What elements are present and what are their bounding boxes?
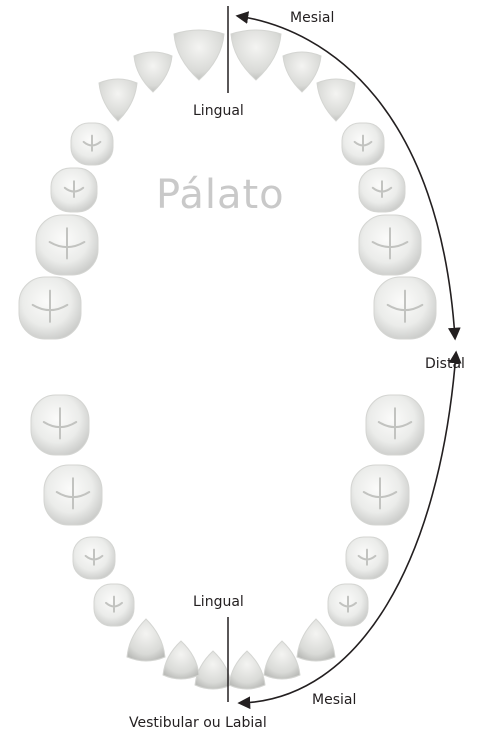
lower-tooth-12 (351, 465, 409, 525)
palate-label: Pálato (156, 172, 285, 218)
lower-tooth-10 (346, 537, 388, 579)
upper-tooth-5 (99, 79, 137, 121)
mesial-top-label: Mesial (290, 10, 334, 26)
vestibular-label: Vestibular ou Labial (129, 715, 267, 731)
lingual-bottom-label: Lingual (193, 594, 244, 610)
upper-tooth-3 (134, 52, 172, 92)
lower-tooth-5 (127, 619, 165, 661)
upper-tooth-14 (374, 277, 436, 339)
lower-tooth-8 (328, 584, 368, 626)
upper-tooth-9 (51, 168, 97, 212)
lower-tooth-14 (366, 395, 424, 455)
upper-tooth-1 (174, 30, 224, 80)
lower-tooth-2 (229, 651, 265, 689)
upper-tooth-6 (317, 79, 355, 121)
upper-tooth-13 (19, 277, 81, 339)
lower-distal-mesial-arrow (240, 353, 456, 703)
lower-tooth-3 (163, 641, 199, 679)
mesial-bottom-label: Mesial (312, 692, 356, 708)
upper-tooth-10 (359, 168, 405, 212)
lower-tooth-1 (195, 651, 231, 689)
distal-label: Distal (425, 356, 465, 372)
upper-tooth-8 (342, 123, 384, 165)
lower-tooth-7 (94, 584, 134, 626)
lingual-top-label: Lingual (193, 103, 244, 119)
upper-tooth-12 (359, 215, 421, 275)
lower-tooth-9 (73, 537, 115, 579)
lower-tooth-13 (31, 395, 89, 455)
upper-tooth-2 (231, 30, 281, 80)
lower-tooth-4 (264, 641, 300, 679)
lower-tooth-11 (44, 465, 102, 525)
lower-tooth-6 (297, 619, 335, 661)
upper-tooth-7 (71, 123, 113, 165)
upper-tooth-4 (283, 52, 321, 92)
upper-tooth-11 (36, 215, 98, 275)
